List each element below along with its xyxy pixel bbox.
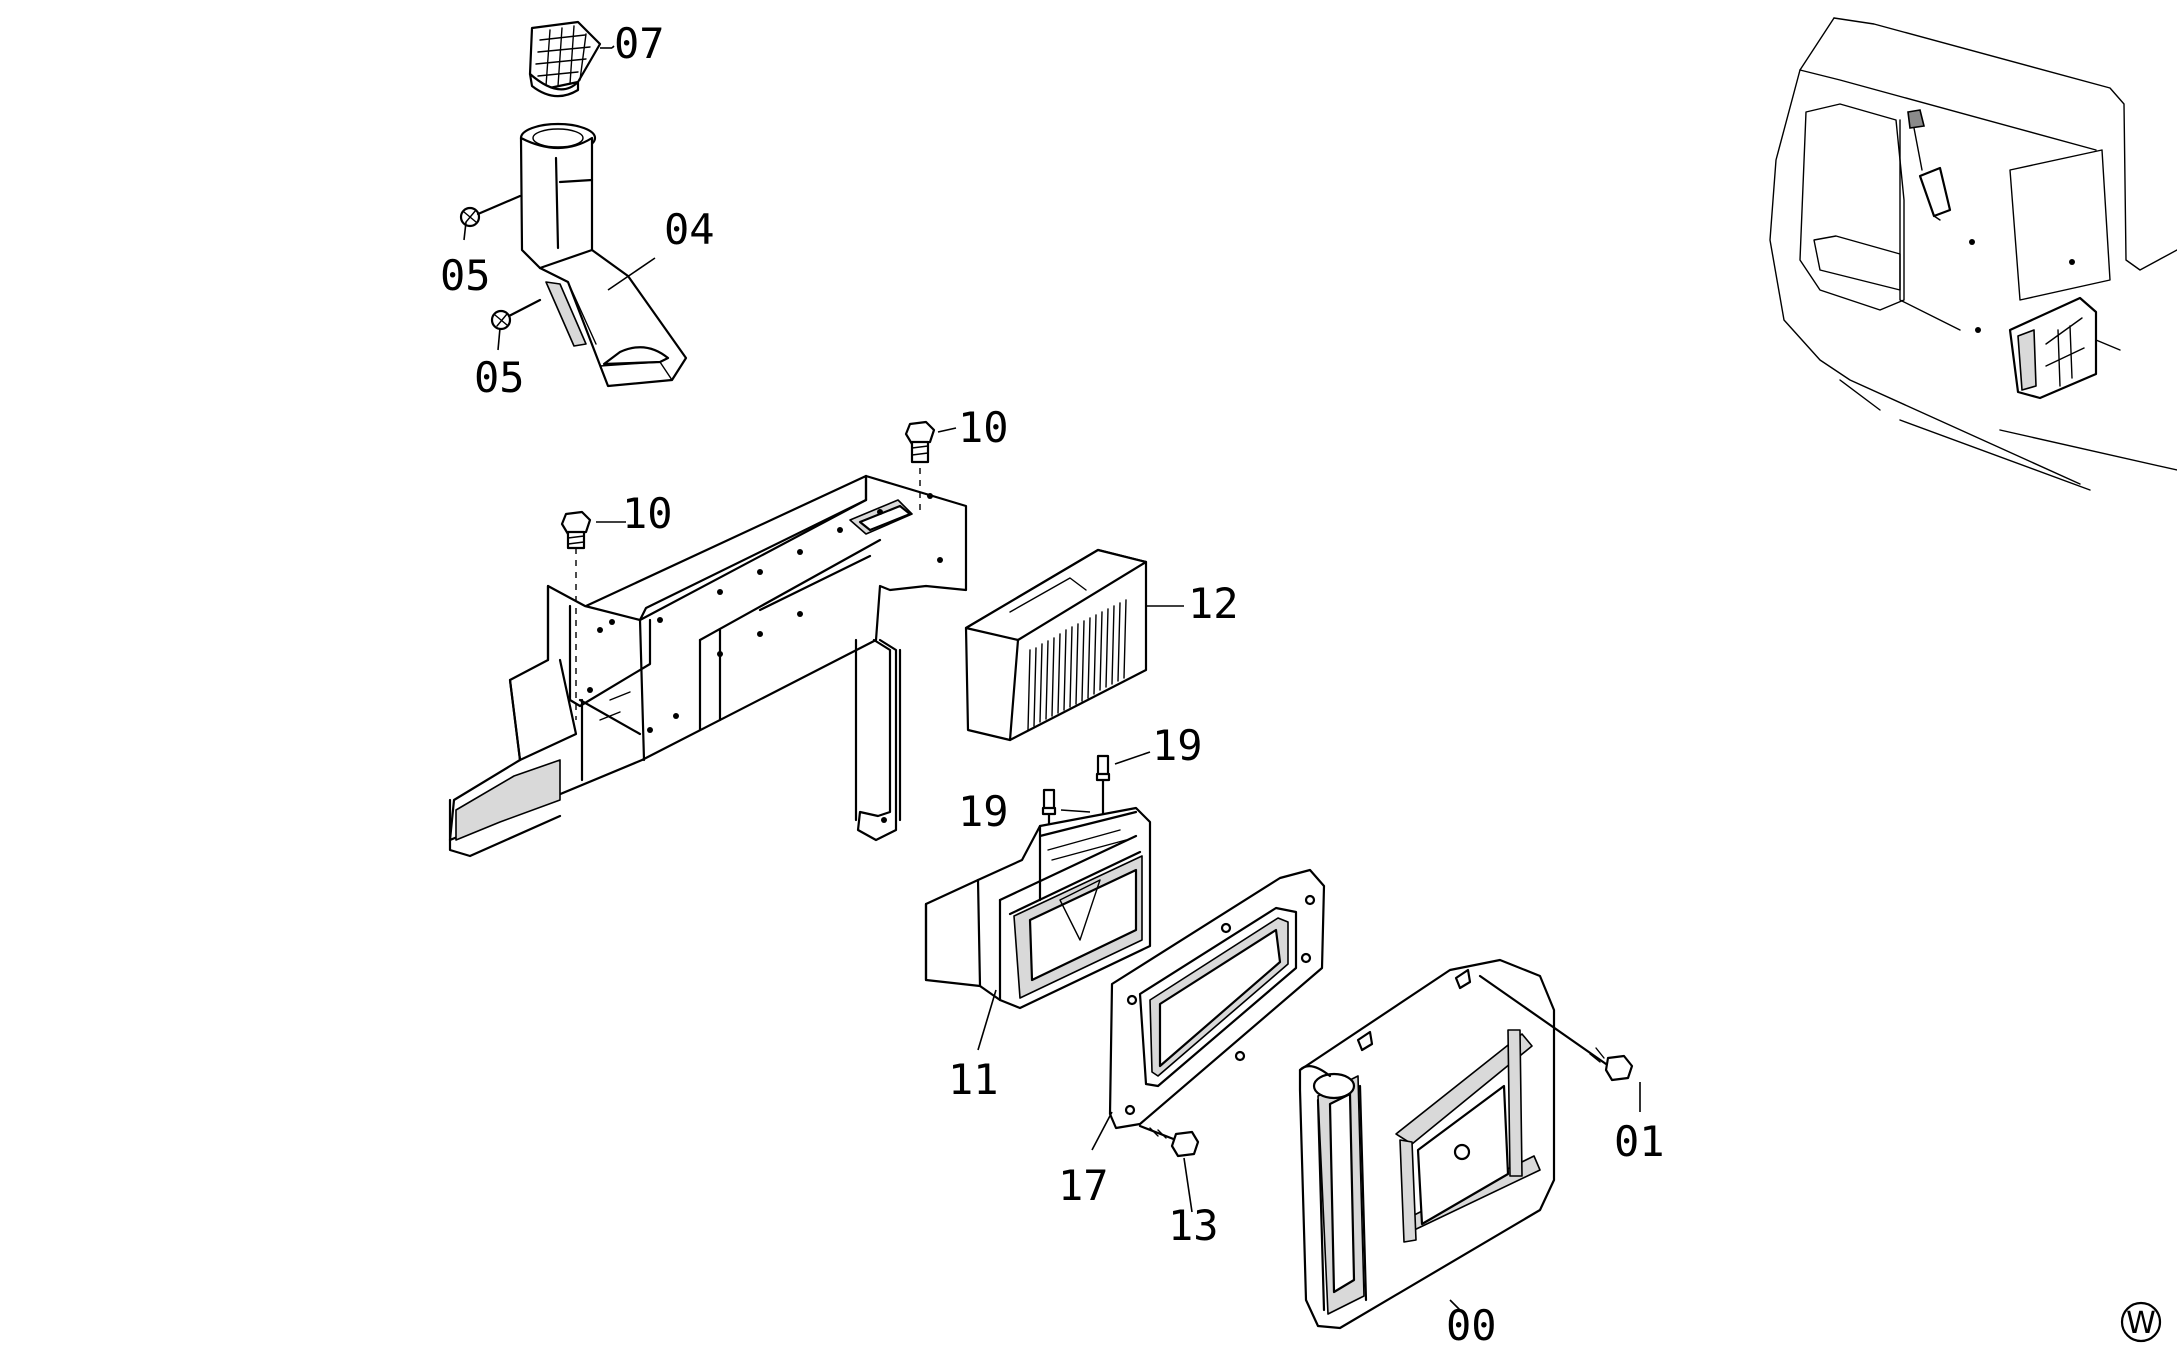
label-05-lower: 05 <box>474 353 525 402</box>
label-10-left: 10 <box>622 489 673 538</box>
label-11: 11 <box>948 1055 999 1104</box>
part-05-bolt-lower <box>490 298 542 331</box>
label-19-right: 19 <box>1152 721 1203 770</box>
label-01: 01 <box>1614 1117 1665 1166</box>
part-12-filter <box>964 548 1148 742</box>
part-00-cover <box>1298 958 1556 1330</box>
label-07: 07 <box>614 19 665 68</box>
part-11-housing <box>924 806 1152 1010</box>
label-05-upper: 05 <box>440 251 491 300</box>
label-00: 00 <box>1446 1301 1497 1350</box>
view-marker: W <box>2120 1301 2162 1343</box>
part-13-bolt <box>1138 1124 1200 1158</box>
part-05-bolt-upper <box>459 194 522 228</box>
label-19-left: 19 <box>958 787 1009 836</box>
leader-lines <box>463 45 1641 1317</box>
label-04: 04 <box>664 205 715 254</box>
part-01-bolt <box>1478 974 1634 1082</box>
excavator-cab-context <box>1769 17 2177 491</box>
label-13: 13 <box>1168 1201 1219 1250</box>
bracket-frame <box>448 474 968 858</box>
label-10-right: 10 <box>958 403 1009 452</box>
part-07-intake-cap <box>528 20 602 98</box>
part-10-bolt-right <box>904 420 936 464</box>
part-17-gasket <box>1108 868 1326 1130</box>
label-17: 17 <box>1058 1161 1109 1210</box>
bracket-frame-holes <box>587 493 943 823</box>
view-marker-letter: W <box>2126 1306 2156 1341</box>
part-10-bolt-left <box>560 510 592 550</box>
part-04-duct <box>519 122 688 388</box>
label-12: 12 <box>1188 579 1239 628</box>
